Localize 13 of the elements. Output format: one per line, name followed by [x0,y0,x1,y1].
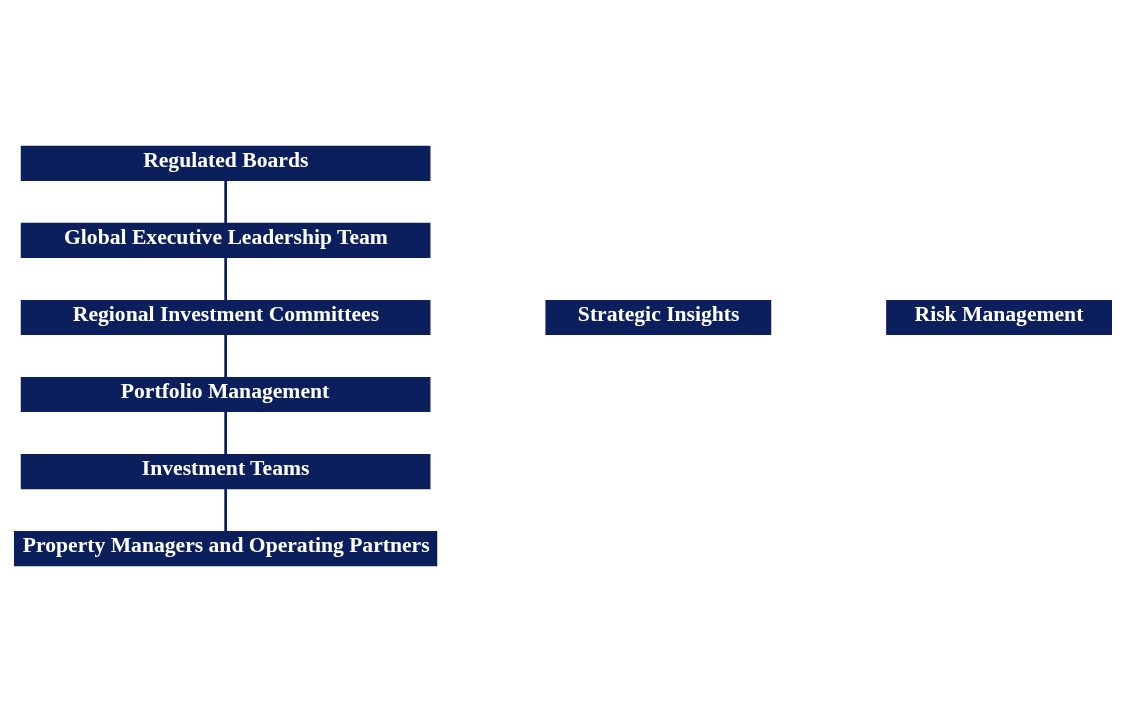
connector [224,179,227,223]
connector [224,488,227,532]
node-box: Regional Investment Committees [20,299,431,335]
connector [224,411,227,454]
node-box: Global Executive Leadership Team [20,222,431,258]
connector [224,334,227,377]
node-box: Strategic Insights [545,299,772,335]
node-box: Regulated Boards [20,145,431,181]
node-box: Property Managers and Operating Partners [14,530,438,566]
node-box: Risk Management [886,299,1112,335]
node-box: Portfolio Management [20,376,431,412]
connector [224,257,227,300]
node-box: Investment Teams [20,453,431,489]
